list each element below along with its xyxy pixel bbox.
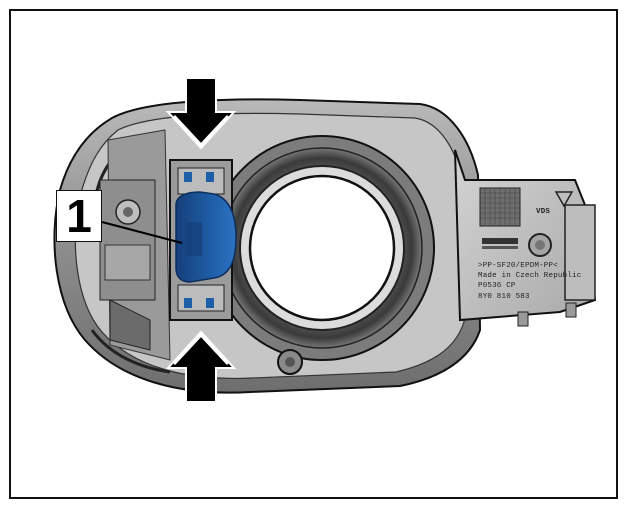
filler-neck-ring [209,135,435,375]
part-marking-line-3: P0536 CP [478,282,516,290]
manufacturer-logo: VDS [536,208,551,216]
highlighted-retaining-clip [175,191,237,283]
latch-mechanism [99,179,156,351]
press-arrow-bottom [165,330,237,403]
press-arrow-top [165,77,237,150]
callout-label: 1 [56,190,102,242]
callout-number: 1 [66,190,92,242]
part-marking-line-2: Made in Czech Republic [478,272,582,280]
mounting-bracket [454,149,597,327]
callout-leader-line [101,221,183,244]
part-marking-line-1: >PP-SF20/EPDM-PP< [478,262,558,270]
part-marking-line-4: 8Y0 810 583 [478,293,530,301]
